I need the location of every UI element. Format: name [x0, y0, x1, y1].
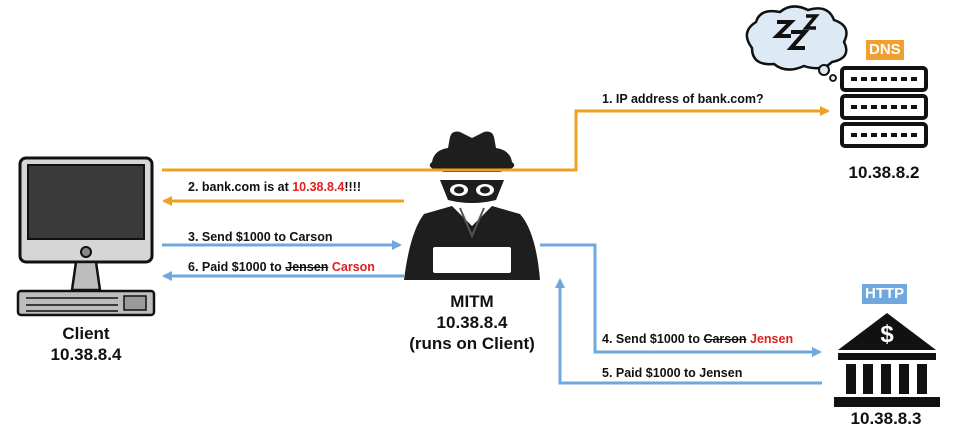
computer-icon	[16, 156, 156, 317]
bank-icon: $	[834, 313, 940, 407]
message-2-highlight: 10.38.8.4	[292, 180, 345, 194]
message-5: 5. Paid $1000 to Jensen	[602, 366, 742, 380]
message-2-suffix: !!!!	[344, 180, 362, 194]
zzz-thought-bubble-icon	[745, 5, 848, 82]
dns-ip: 10.38.8.2	[848, 163, 920, 182]
mitm-note: (runs on Client)	[409, 334, 535, 353]
client-ip: 10.38.8.4	[50, 345, 122, 364]
arrow-1-dns-query	[162, 106, 830, 172]
message-6-struck: Jensen	[285, 260, 329, 274]
message-5-text: 5. Paid $1000 to Jensen	[602, 366, 743, 380]
message-4: 4. Send $1000 to Carson Jensen	[602, 332, 793, 346]
message-1-text: 1. IP address of bank.com?	[602, 92, 764, 106]
spy-icon	[404, 131, 540, 280]
http-ip: 10.38.8.3	[850, 409, 922, 428]
client-label: Client 10.38.8.4	[20, 323, 152, 365]
http-badge: HTTP	[862, 284, 908, 304]
arrow-5-paid-response	[555, 278, 822, 385]
mitm-label: MITM 10.38.8.4 (runs on Client)	[392, 291, 552, 354]
client-name: Client	[62, 324, 110, 343]
message-4-replacement: Jensen	[750, 332, 794, 346]
message-3-text: 3. Send $1000 to Carson	[188, 230, 333, 244]
message-6: 6. Paid $1000 to Jensen Carson	[188, 260, 375, 274]
message-1: 1. IP address of bank.com?	[602, 92, 764, 106]
message-6-text: 6. Paid $1000 to	[188, 260, 286, 274]
message-6-replacement: Carson	[331, 260, 375, 274]
dns-badge: DNS	[866, 40, 904, 60]
message-4-text: 4. Send $1000 to	[602, 332, 704, 346]
mitm-ip: 10.38.8.4	[436, 313, 508, 332]
server-icon	[840, 66, 928, 148]
svg-text:$: $	[880, 321, 894, 348]
message-4-struck: Carson	[703, 332, 747, 346]
arrow-4-forward-send	[540, 243, 822, 357]
message-2-text: 2. bank.com is at	[188, 180, 293, 194]
message-2: 2. bank.com is at 10.38.8.4!!!!	[188, 180, 361, 194]
message-3: 3. Send $1000 to Carson	[188, 230, 333, 244]
mitm-name: MITM	[450, 292, 494, 311]
